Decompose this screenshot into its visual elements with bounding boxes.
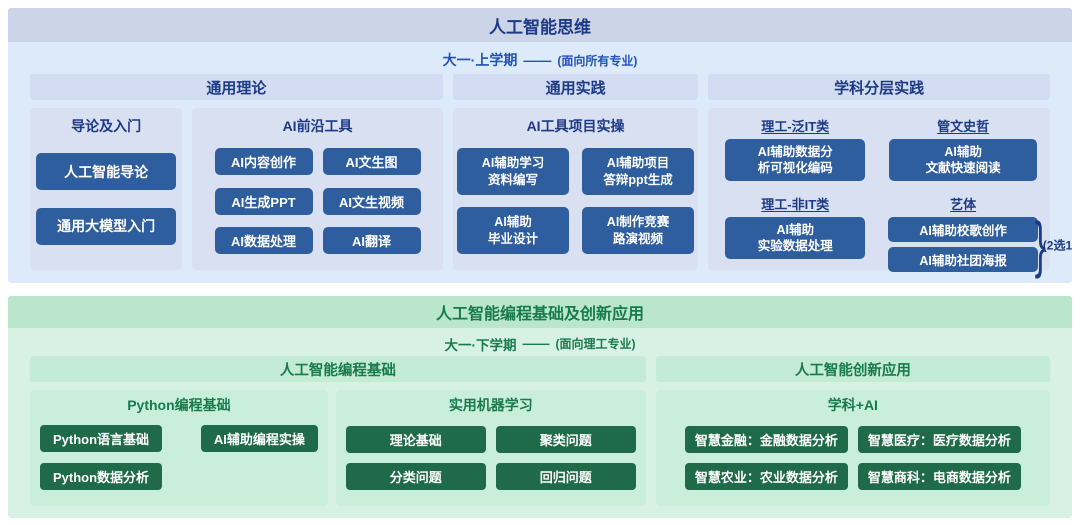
group-label-stem-it: 理工-泛IT类 [761,119,830,134]
section-body: 大一·下学期 —— (面向理工专业) 人工智能编程基础 Python编程基础 P… [8,328,1072,518]
ml-buttons-grid: 理论基础 聚类问题 分类问题 回归问题 [336,415,646,506]
column-general-practice: 通用实践 AI工具项目实操 AI辅助学习 资料编写 AI辅助项目 [452,74,699,270]
columns-row: 人工智能编程基础 Python编程基础 Python语言基础 AI辅助编程实操 … [30,356,1050,506]
column-innovation-apps: 人工智能创新应用 学科+AI 智慧金融：金融数据分析 智慧医疗：医疗数据分析 智… [655,356,1050,506]
course-general-llm-intro: 通用大模型入门 [36,207,177,245]
arts-options-wrap: AI辅助校歌创作 AI辅助社团海报 } (2选1) [888,214,1072,276]
audience-label: (面向所有专业) [557,53,638,68]
choice-note: (2选1) [1042,238,1072,252]
layered-left-column: 理工-泛IT类 AI辅助数据分 析可视化编码 理工-非IT类 AI辅助 实验数据… [714,108,876,272]
group-label-arts-sports: 艺体 [950,197,977,212]
panel-label-tools: AI前沿工具 [282,118,353,134]
course-python-language-basics: Python语言基础 [40,425,163,453]
section-ai-thinking: 人工智能思维 大一·上学期 —— (面向所有专业) 通用理论 导论及入门 人工智… [8,8,1072,283]
section-ai-programming: 人工智能编程基础及创新应用 大一·下学期 —— (面向理工专业) 人工智能编程基… [8,296,1072,518]
course-ai-graduation-design: AI辅助 毕业设计 [457,207,570,254]
column-layered-practice: 学科分层实践 理工-泛IT类 AI辅助数据分 析可视化编码 [708,74,1072,276]
column-programming-basics: 人工智能编程基础 Python编程基础 Python语言基础 AI辅助编程实操 … [30,356,646,506]
choice-brace-wrap: } (2选1) [1034,210,1072,279]
semester-label: 大一·下学期 [444,337,517,353]
practice-buttons-grid: AI辅助学习 资料编写 AI辅助项目 答辩ppt生成 AI辅助 毕业设计 [453,136,698,270]
column-header-innovation-apps: 人工智能创新应用 [655,356,1050,382]
dash-separator: —— [522,336,550,351]
column-header-programming-basics: 人工智能编程基础 [30,356,646,382]
layered-right-column: 管文史哲 AI辅助 文献快速阅读 艺体 AI辅助校歌创作 [882,108,1072,276]
panel-python-basics: Python编程基础 Python语言基础 AI辅助编程实操 Python数据分… [30,390,328,506]
arts-option-buttons: AI辅助校歌创作 AI辅助社团海报 [888,217,1039,272]
subject-buttons-grid: 智慧金融：金融数据分析 智慧医疗：医疗数据分析 智慧农业：农业数据分析 智慧商科… [656,415,1050,506]
course-clustering-problems: 聚类问题 [495,425,636,453]
layered-groups: 理工-泛IT类 AI辅助数据分 析可视化编码 理工-非IT类 AI辅助 实验数据… [708,108,1072,276]
panel-layered-practice: 理工-泛IT类 AI辅助数据分 析可视化编码 理工-非IT类 AI辅助 实验数据… [708,108,1072,276]
panel-label-python: Python编程基础 [127,397,231,413]
innovation-content: 学科+AI 智慧金融：金融数据分析 智慧医疗：医疗数据分析 智慧农业：农业数据分… [655,390,1050,506]
course-ai-competition-video: AI制作竞赛 路演视频 [582,207,695,254]
semester-subtitle: 大一·上学期 —— (面向所有专业) [30,46,1050,74]
course-ai-data-processing: AI数据处理 [214,226,313,254]
column-header-layered-practice: 学科分层实践 [708,74,1050,100]
course-ml-theory-basics: 理论基础 [345,425,486,453]
curly-brace-icon: } [1034,210,1047,279]
course-ai-translation: AI翻译 [322,226,421,254]
column-header-general-practice: 通用实践 [452,74,699,100]
course-ai-content-creation: AI内容创作 [214,148,313,176]
section-title-bar: 人工智能编程基础及创新应用 [8,296,1072,328]
course-ai-club-poster: AI辅助社团海报 [888,247,1039,272]
course-smart-agriculture-data-analysis: 智慧农业：农业数据分析 [684,463,848,491]
panel-intro-courses: 导论及入门 人工智能导论 通用大模型入门 [30,108,183,270]
section-title-bar: 人工智能思维 [8,8,1072,42]
course-ai-text-to-video: AI文生视频 [322,187,421,215]
course-ai-defense-ppt-generation: AI辅助项目 答辩ppt生成 [582,148,695,195]
intro-buttons: 人工智能导论 通用大模型入门 [30,136,182,270]
columns-row: 通用理论 导论及入门 人工智能导论 通用大模型入门 AI前沿工具 [30,74,1072,276]
course-classification-problems: 分类问题 [345,463,486,491]
column-header-general-theory: 通用理论 [30,74,443,100]
python-row-2: Python数据分析 [40,462,318,490]
course-python-data-analysis: Python数据分析 [40,462,163,490]
course-regression-problems: 回归问题 [495,463,636,491]
course-ai-assisted-coding-practice: AI辅助编程实操 [200,425,318,453]
layered-practice-content: 理工-泛IT类 AI辅助数据分 析可视化编码 理工-非IT类 AI辅助 实验数据… [708,108,1072,276]
group-label-humanities: 管文史哲 [937,119,990,134]
course-ai-ppt-generation: AI生成PPT [214,187,313,215]
course-smart-healthcare-data-analysis: 智慧医疗：医疗数据分析 [857,425,1021,453]
panel-label-project-practice: AI工具项目实操 [526,118,625,134]
panel-ai-frontier-tools: AI前沿工具 AI内容创作 AI文生图 AI生成PPT AI文生视频 AI数据处… [192,108,443,270]
audience-label: (面向理工专业) [555,337,636,351]
tools-buttons-grid: AI内容创作 AI文生图 AI生成PPT AI文生视频 AI数据处理 AI翻译 [192,136,443,270]
python-buttons: Python语言基础 AI辅助编程实操 Python数据分析 [30,415,328,506]
panel-label-ml: 实用机器学习 [448,397,533,413]
panel-label-intro: 导论及入门 [71,118,142,134]
general-theory-content: 导论及入门 人工智能导论 通用大模型入门 AI前沿工具 AI内容创作 AI文生图 [30,108,443,270]
course-intro-to-ai: 人工智能导论 [36,153,177,191]
panel-subject-plus-ai: 学科+AI 智慧金融：金融数据分析 智慧医疗：医疗数据分析 智慧农业：农业数据分… [655,390,1050,506]
semester-subtitle: 大一·下学期 —— (面向理工专业) [30,331,1050,356]
course-smart-finance-data-analysis: 智慧金融：金融数据分析 [684,425,848,453]
course-ai-literature-reading: AI辅助 文献快速阅读 [889,139,1038,181]
general-practice-content: AI工具项目实操 AI辅助学习 资料编写 AI辅助项目 答辩ppt生成 [452,108,699,270]
column-general-theory: 通用理论 导论及入门 人工智能导论 通用大模型入门 AI前沿工具 [30,74,443,270]
section-body: 大一·上学期 —— (面向所有专业) 通用理论 导论及入门 人工智能导论 通用大… [8,42,1072,283]
panel-label-subject-ai: 学科+AI [827,397,878,413]
panel-practical-ml: 实用机器学习 理论基础 聚类问题 分类问题 回归问题 [335,390,646,506]
course-smart-business-data-analysis: 智慧商科：电商数据分析 [857,463,1021,491]
python-row-1: Python语言基础 AI辅助编程实操 [40,425,318,453]
course-ai-lab-data-processing: AI辅助 实验数据处理 [725,217,866,259]
section-title: 人工智能思维 [489,17,591,37]
section-title: 人工智能编程基础及创新应用 [435,306,644,323]
programming-basics-content: Python编程基础 Python语言基础 AI辅助编程实操 Python数据分… [30,390,646,506]
course-ai-study-material-writing: AI辅助学习 资料编写 [457,148,570,195]
semester-label: 大一·上学期 [442,52,518,68]
course-ai-data-analysis-visual-coding: AI辅助数据分 析可视化编码 [725,139,866,181]
course-ai-school-song-creation: AI辅助校歌创作 [888,217,1039,242]
dash-separator: —— [523,52,552,68]
group-label-stem-non-it: 理工-非IT类 [761,197,830,212]
course-ai-text-to-image: AI文生图 [322,148,421,176]
panel-project-practice: AI工具项目实操 AI辅助学习 资料编写 AI辅助项目 答辩ppt生成 [452,108,699,270]
